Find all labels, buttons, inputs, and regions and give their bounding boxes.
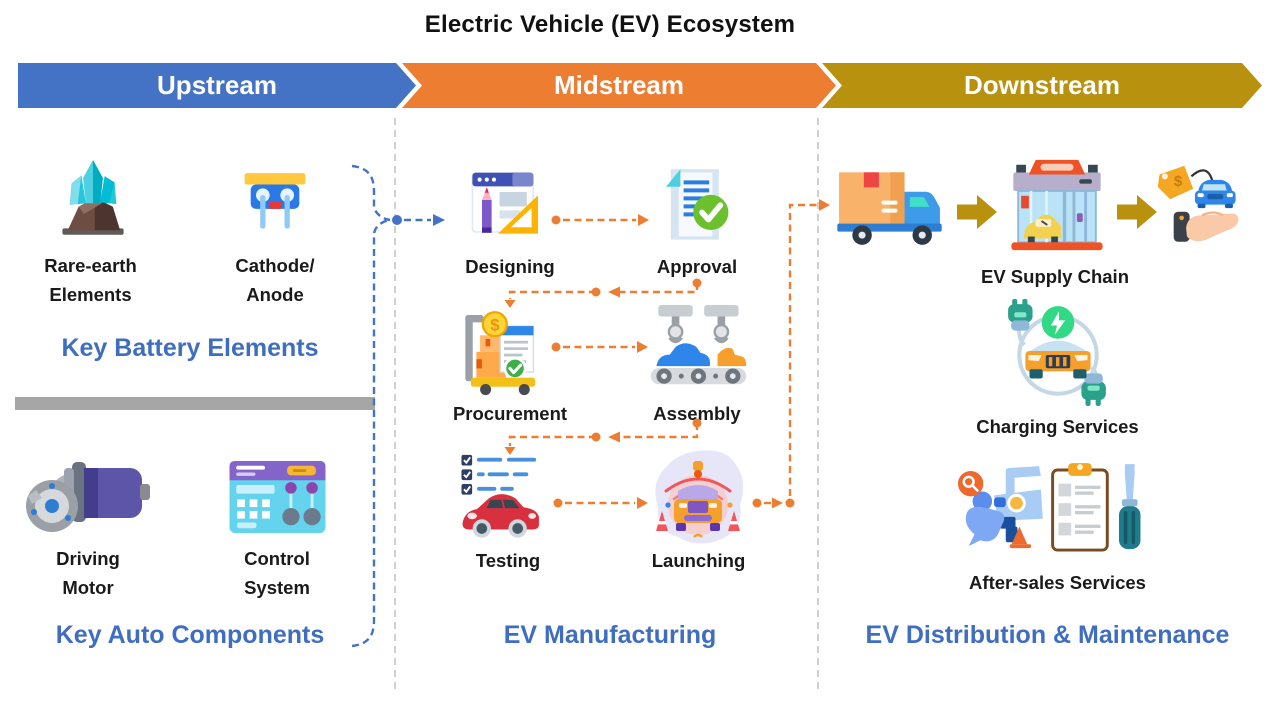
banner-upstream-label: Upstream xyxy=(157,70,277,100)
car-sale-icon: $ xyxy=(1157,165,1239,242)
clipboard xyxy=(1051,463,1109,552)
label-rare-earth: Rare-earth Elements xyxy=(44,255,137,305)
driving-motor-icon xyxy=(26,462,150,532)
label-approval: Approval xyxy=(656,256,738,277)
page-title: Electric Vehicle (EV) Ecosystem xyxy=(424,11,796,38)
heading-ev-distribution-maintenance: EV Distribution & Maintenance xyxy=(865,621,1230,649)
svg-text:$: $ xyxy=(1174,173,1183,190)
label-aftersales-services: After-sales Services xyxy=(969,572,1146,593)
blue-arrowhead xyxy=(433,214,445,226)
cathode-anode-icon xyxy=(244,173,306,229)
banner-downstream: Downstream xyxy=(822,63,1262,108)
approval-icon xyxy=(666,169,729,240)
label-ev-supply-chain: EV Supply Chain xyxy=(980,266,1130,287)
control-system-icon xyxy=(229,461,326,533)
procurement-icon: $ xyxy=(465,311,536,396)
launching-icon xyxy=(655,450,744,544)
banner-downstream-label: Downstream xyxy=(963,70,1121,100)
upstream-divider-bar xyxy=(15,397,375,410)
ev-charging-icon xyxy=(1008,299,1106,406)
svg-text:$: $ xyxy=(490,316,499,335)
banner-midstream: Midstream xyxy=(402,63,836,108)
rare-earth-minerals-icon xyxy=(62,160,124,235)
flow-arrow-icon xyxy=(957,195,997,229)
heading-key-battery-elements: Key Battery Elements xyxy=(61,334,319,362)
banner-midstream-label: Midstream xyxy=(553,70,685,100)
label-cathode-anode: Cathode/ Anode xyxy=(235,255,315,305)
heading-ev-manufacturing: EV Manufacturing xyxy=(503,621,717,649)
aftersales-service-icon xyxy=(957,463,1141,552)
label-control-system: Control System xyxy=(244,548,310,598)
label-charging-services: Charging Services xyxy=(976,416,1139,437)
banner-upstream: Upstream xyxy=(18,63,416,108)
label-designing: Designing xyxy=(465,256,555,277)
label-launching: Launching xyxy=(651,550,746,571)
delivery-truck-icon xyxy=(837,172,942,245)
dealership-store-icon xyxy=(1011,159,1103,251)
flow-arrow-icon xyxy=(1117,195,1157,229)
ev-plug-top xyxy=(1008,299,1033,331)
label-driving-motor: Driving Motor xyxy=(56,548,120,598)
screwdriver xyxy=(1119,464,1141,550)
heading-key-auto-components: Key Auto Components xyxy=(55,621,325,649)
designing-icon xyxy=(471,172,538,234)
label-testing: Testing xyxy=(475,550,541,571)
label-procurement: Procurement xyxy=(452,403,568,424)
testing-icon xyxy=(461,454,539,538)
label-assembly: Assembly xyxy=(653,403,741,424)
assembly-icon xyxy=(650,305,747,385)
ev-plug-bottom xyxy=(1081,373,1106,406)
